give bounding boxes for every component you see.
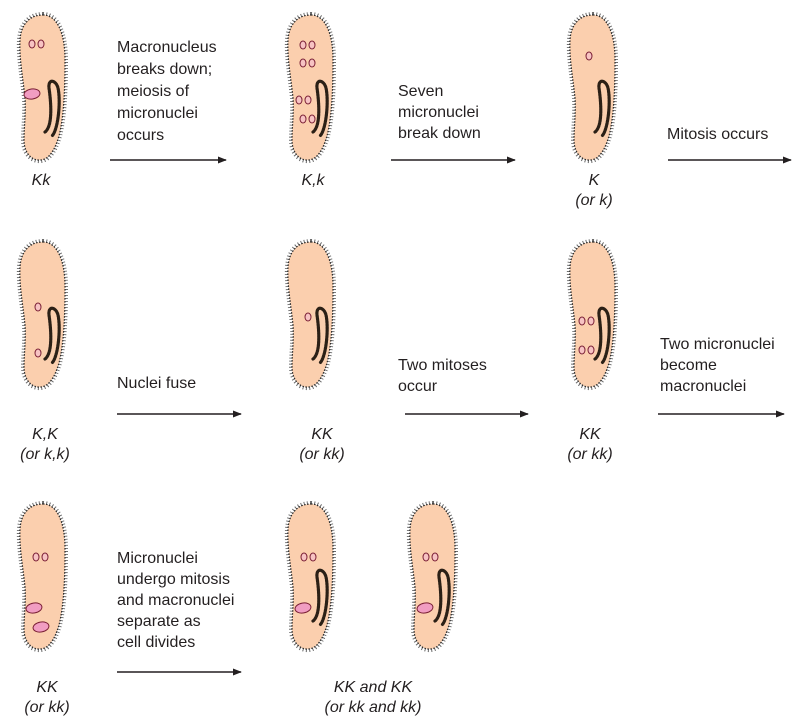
step-label-s6-line-2: become [660, 357, 717, 374]
micronucleus [296, 96, 302, 104]
micronucleus [588, 346, 594, 354]
micronucleus [309, 115, 315, 123]
genotype-c7-label: KK [36, 679, 59, 696]
genotype-pair-label: KK and KK [334, 679, 414, 696]
micronucleus [29, 40, 35, 48]
step-label-s1-line-5: occurs [117, 127, 164, 144]
step-label-s4-line-1: Nuclei fuse [117, 375, 196, 392]
micronucleus [300, 59, 306, 67]
genotype-c4-alt-label: (or k,k) [20, 446, 70, 463]
step-label-s5-line-1: Two mitoses [398, 357, 487, 374]
genotype-c3-label: K [589, 172, 601, 189]
step-label-s6-line-3: macronuclei [660, 378, 746, 395]
micronucleus [586, 52, 592, 60]
text-layer: Kk K,k K (or k) K,K (or k,k) KK (or kk) KK (or kk… [20, 39, 775, 716]
micronucleus [310, 553, 316, 561]
genotype-c5-alt-label: (or kk) [299, 446, 344, 463]
step-label-s7-line-2: undergo mitosis [117, 571, 230, 588]
paramecium-cell-c9 [410, 504, 455, 649]
micronucleus [309, 41, 315, 49]
paramecium-cell-c5 [288, 242, 333, 387]
paramecium-cell-c2 [288, 15, 333, 160]
genotype-c2-label: K,k [301, 172, 325, 189]
paramecium-cell-c6 [570, 242, 615, 387]
paramecium-cell-c3 [570, 15, 615, 160]
step-label-s2-line-2: micronuclei [398, 104, 479, 121]
micronucleus [35, 349, 41, 357]
genotype-c1-label: Kk [32, 172, 52, 189]
paramecium-cell-c7 [20, 504, 65, 649]
micronucleus [423, 553, 429, 561]
micronucleus [305, 96, 311, 104]
genotype-pair-alt-label: (or kk and kk) [325, 699, 422, 716]
step-label-s2-line-3: break down [398, 125, 481, 142]
micronucleus [579, 317, 585, 325]
step-label-s1-line-3: meiosis of [117, 83, 190, 100]
step-label-s7-line-4: separate as [117, 613, 201, 630]
step-label-s6-line-1: Two micronuclei [660, 336, 775, 353]
micronucleus [300, 41, 306, 49]
paramecium-cell-c1 [20, 15, 65, 160]
genotype-c6-alt-label: (or kk) [567, 446, 612, 463]
step-label-s5-line-2: occur [398, 378, 438, 395]
micronucleus [300, 115, 306, 123]
micronucleus [33, 553, 39, 561]
step-label-s3-line-1: Mitosis occurs [667, 126, 768, 143]
genotype-c3-alt-label: (or k) [575, 192, 612, 209]
paramecium-cell-c4 [20, 242, 65, 387]
step-label-s7-line-5: cell divides [117, 634, 195, 651]
micronucleus [309, 59, 315, 67]
micronucleus [432, 553, 438, 561]
micronucleus [301, 553, 307, 561]
genotype-c7-alt-label: (or kk) [24, 699, 69, 716]
step-label-s7-line-1: Micronuclei [117, 550, 198, 567]
micronucleus [579, 346, 585, 354]
genotype-c4-label: K,K [32, 426, 59, 443]
step-label-s1-line-1: Macronucleus [117, 39, 217, 56]
genotype-c6-label: KK [579, 426, 602, 443]
step-label-s1-line-4: micronuclei [117, 105, 198, 122]
genotype-c5-label: KK [311, 426, 334, 443]
paramecium-cell-c8 [288, 504, 333, 649]
cells-layer [20, 15, 615, 649]
micronucleus [305, 313, 311, 321]
micronucleus [38, 40, 44, 48]
step-label-s1-line-2: breaks down; [117, 61, 212, 78]
micronucleus [42, 553, 48, 561]
step-label-s2-line-1: Seven [398, 83, 443, 100]
step-label-s7-line-3: and macronuclei [117, 592, 234, 609]
micronucleus [35, 303, 41, 311]
micronucleus [588, 317, 594, 325]
